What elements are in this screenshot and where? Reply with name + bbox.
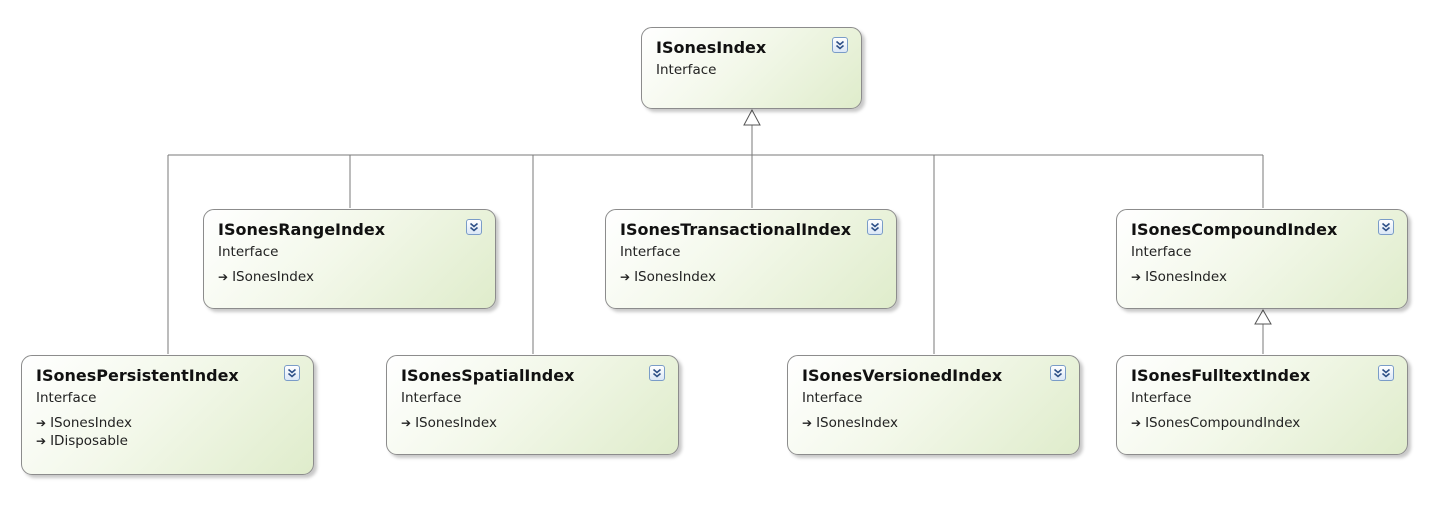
- double-chevron-down-icon: [287, 368, 297, 378]
- interface-name: ISonesFulltextIndex: [1131, 366, 1311, 385]
- double-chevron-down-icon: [870, 222, 880, 232]
- collapse-toggle-button[interactable]: [867, 219, 883, 235]
- interface-box-isonestransactionalindex[interactable]: ISonesTransactionalIndex Interface ➔ISon…: [605, 209, 897, 309]
- base-types-list: ➔ISonesIndex: [401, 414, 664, 432]
- base-types-list: ➔ISonesIndex: [620, 268, 882, 286]
- double-chevron-down-icon: [1381, 368, 1391, 378]
- base-type-name: ISonesIndex: [1145, 269, 1227, 285]
- double-chevron-down-icon: [469, 222, 479, 232]
- interface-name: ISonesSpatialIndex: [401, 366, 575, 385]
- interface-name: ISonesIndex: [656, 38, 767, 57]
- interface-box-isonesfulltextindex[interactable]: ISonesFulltextIndex Interface ➔ISonesCom…: [1116, 355, 1408, 455]
- interface-kind: Interface: [656, 62, 717, 78]
- base-type-name: ISonesIndex: [816, 415, 898, 431]
- base-type-item: ➔ISonesIndex: [802, 414, 1065, 432]
- collapse-toggle-button[interactable]: [832, 37, 848, 53]
- double-chevron-down-icon: [1381, 222, 1391, 232]
- interface-name: ISonesVersionedIndex: [802, 366, 1003, 385]
- interface-box-isonescompoundindex[interactable]: ISonesCompoundIndex Interface ➔ISonesInd…: [1116, 209, 1408, 309]
- inherits-arrow-icon: ➔: [36, 434, 47, 448]
- base-types-list: ➔ISonesIndex ➔IDisposable: [36, 414, 299, 450]
- interface-box-isonesversionedindex[interactable]: ISonesVersionedIndex Interface ➔ISonesIn…: [787, 355, 1080, 455]
- inherits-arrow-icon: ➔: [1131, 416, 1142, 430]
- interface-box-isonespersistentindex[interactable]: ISonesPersistentIndex Interface ➔ISonesI…: [21, 355, 314, 475]
- interface-name: ISonesRangeIndex: [218, 220, 386, 239]
- base-types-list: ➔ISonesIndex: [218, 268, 481, 286]
- double-chevron-down-icon: [652, 368, 662, 378]
- base-type-item: ➔ISonesIndex: [401, 414, 664, 432]
- collapse-toggle-button[interactable]: [284, 365, 300, 381]
- collapse-toggle-button[interactable]: [1050, 365, 1066, 381]
- base-types-list: ➔ISonesIndex: [1131, 268, 1393, 286]
- base-type-item: ➔ISonesIndex: [1131, 268, 1393, 286]
- interface-kind: Interface: [36, 390, 97, 406]
- base-type-name: IDisposable: [50, 433, 128, 449]
- interface-kind: Interface: [802, 390, 863, 406]
- base-type-item: ➔ISonesCompoundIndex: [1131, 414, 1393, 432]
- inheritance-arrowhead-compound: [1254, 308, 1272, 325]
- interface-name: ISonesPersistentIndex: [36, 366, 239, 385]
- base-type-item: ➔ISonesIndex: [620, 268, 882, 286]
- base-type-name: ISonesIndex: [50, 415, 132, 431]
- collapse-toggle-button[interactable]: [649, 365, 665, 381]
- interface-name: ISonesCompoundIndex: [1131, 220, 1338, 239]
- base-types-list: ➔ISonesIndex: [802, 414, 1065, 432]
- interface-kind: Interface: [1131, 244, 1192, 260]
- base-type-name: ISonesCompoundIndex: [1145, 415, 1301, 431]
- interface-box-isonesindex[interactable]: ISonesIndex Interface: [641, 27, 862, 109]
- base-type-name: ISonesIndex: [232, 269, 314, 285]
- collapse-toggle-button[interactable]: [466, 219, 482, 235]
- collapse-toggle-button[interactable]: [1378, 365, 1394, 381]
- base-type-item: ➔ISonesIndex: [218, 268, 481, 286]
- inherits-arrow-icon: ➔: [620, 270, 631, 284]
- base-types-list: ➔ISonesCompoundIndex: [1131, 414, 1393, 432]
- inherits-arrow-icon: ➔: [36, 416, 47, 430]
- base-type-item: ➔ISonesIndex: [36, 414, 299, 432]
- base-type-name: ISonesIndex: [634, 269, 716, 285]
- collapse-toggle-button[interactable]: [1378, 219, 1394, 235]
- inherits-arrow-icon: ➔: [802, 416, 813, 430]
- interface-box-isonesrangeindex[interactable]: ISonesRangeIndex Interface ➔ISonesIndex: [203, 209, 496, 309]
- interface-kind: Interface: [401, 390, 462, 406]
- interface-kind: Interface: [1131, 390, 1192, 406]
- inheritance-arrowhead-root: [743, 108, 761, 126]
- interface-kind: Interface: [218, 244, 279, 260]
- base-type-item: ➔IDisposable: [36, 432, 299, 450]
- interface-box-isonesspatialindex[interactable]: ISonesSpatialIndex Interface ➔ISonesInde…: [386, 355, 679, 455]
- inherits-arrow-icon: ➔: [1131, 270, 1142, 284]
- interface-name: ISonesTransactionalIndex: [620, 220, 852, 239]
- inherits-arrow-icon: ➔: [218, 270, 229, 284]
- double-chevron-down-icon: [1053, 368, 1063, 378]
- double-chevron-down-icon: [835, 40, 845, 50]
- inherits-arrow-icon: ➔: [401, 416, 412, 430]
- base-type-name: ISonesIndex: [415, 415, 497, 431]
- interface-kind: Interface: [620, 244, 681, 260]
